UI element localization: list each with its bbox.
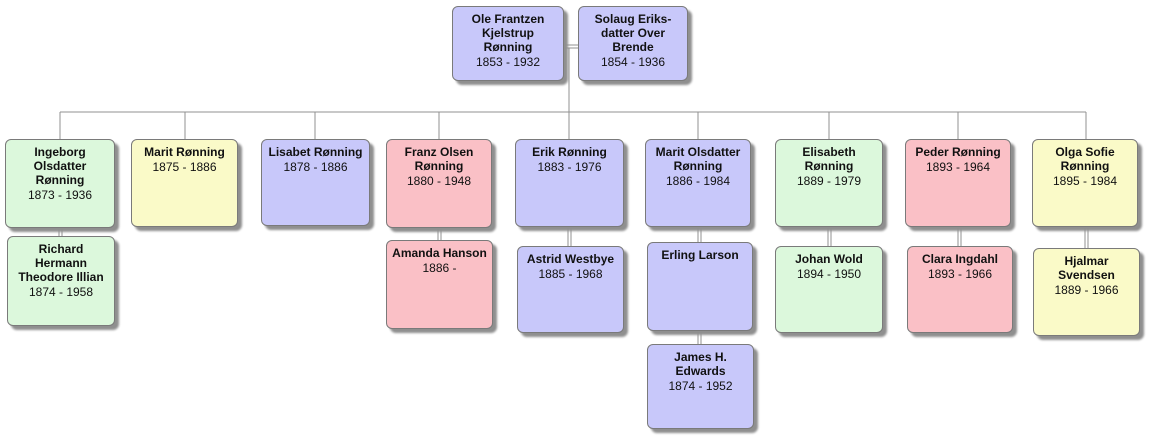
person-years: 1873 - 1936 [27,188,93,202]
person-years: 1883 - 1976 [537,160,602,174]
person-years: 1880 - 1948 [406,174,472,188]
person-name: Marit Rønning [144,145,225,159]
person-name: Astrid Westbye [526,252,615,266]
person-name: Lisabet Rønning [268,145,363,159]
person-box-peder[interactable]: Peder Rønning 1893 - 1964 [905,139,1011,227]
person-years: 1894 - 1950 [796,267,862,281]
spouse-box-erling[interactable]: Erling Larson [647,242,753,331]
person-years: 1886 - 1984 [665,174,731,188]
spouse-box-amanda[interactable]: Amanda Hanson 1886 - [386,240,493,329]
person-name: Marit Olsdatter Rønning [655,145,741,173]
person-box-olga[interactable]: Olga Sofie Rønning 1895 - 1984 [1032,139,1138,227]
person-name: Ingeborg Olsdatter Rønning [33,145,87,187]
person-years: 1889 - 1979 [796,174,862,188]
person-box-lisabet[interactable]: Lisabet Rønning 1878 - 1886 [261,139,370,226]
person-years: 1895 - 1984 [1052,174,1118,188]
spouse-box-johan[interactable]: Johan Wold 1894 - 1950 [775,246,883,333]
person-years: 1893 - 1964 [925,160,991,174]
spouse-box-richard[interactable]: Richard Hermann Theodore Illian 1874 - 1… [7,236,115,326]
person-years: 1853 - 1932 [475,55,541,69]
person-name: Solaug Eriks-datter Over Brende [594,12,672,54]
person-years: 1854 - 1936 [600,55,666,69]
spouse-box-james[interactable]: James H. Edwards 1874 - 1952 [647,344,754,429]
person-box-marit-olsdatter[interactable]: Marit Olsdatter Rønning 1886 - 1984 [645,139,751,227]
person-years: 1874 - 1952 [668,379,733,393]
spouse-box-astrid[interactable]: Astrid Westbye 1885 - 1968 [517,246,624,333]
person-box-marit[interactable]: Marit Rønning 1875 - 1886 [131,139,238,227]
person-years: 1874 - 1958 [28,285,94,299]
spouse-box-clara[interactable]: Clara Ingdahl 1893 - 1966 [907,246,1013,333]
person-name: Hjalmar Svendsen [1058,254,1115,282]
person-name: Elisabeth Rønning [802,145,856,173]
person-name: James H. Edwards [674,350,727,378]
person-name: Peder Rønning [915,145,1001,159]
person-name: Ole Frantzen Kjelstrup Rønning [471,12,545,54]
spouse-box-hjalmar[interactable]: Hjalmar Svendsen 1889 - 1966 [1033,248,1140,336]
person-years: 1889 - 1966 [1054,283,1119,297]
person-years: 1885 - 1968 [538,267,603,281]
person-name: Richard Hermann Theodore Illian [18,242,104,284]
person-years: 1893 - 1966 [927,267,993,281]
person-years: 1878 - 1886 [283,160,348,174]
person-name: Amanda Hanson [392,246,487,260]
person-years: 1875 - 1886 [152,160,217,174]
person-box-solaug[interactable]: Solaug Eriks-datter Over Brende 1854 - 1… [578,6,688,81]
person-name: Erling Larson [661,248,739,262]
person-name: Johan Wold [795,252,863,266]
person-box-elisabeth[interactable]: Elisabeth Rønning 1889 - 1979 [775,139,883,227]
person-box-erik[interactable]: Erik Rønning 1883 - 1976 [515,139,624,227]
person-box-ole-frantzen[interactable]: Ole Frantzen Kjelstrup Rønning 1853 - 19… [452,6,564,81]
person-name: Franz Olsen Rønning [404,145,474,173]
person-box-franz[interactable]: Franz Olsen Rønning 1880 - 1948 [386,139,492,228]
person-name: Olga Sofie Rønning [1055,145,1115,173]
person-years: 1886 - [422,261,457,275]
person-box-ingeborg[interactable]: Ingeborg Olsdatter Rønning 1873 - 1936 [5,139,115,228]
person-name: Clara Ingdahl [921,252,998,266]
person-name: Erik Rønning [532,145,607,159]
